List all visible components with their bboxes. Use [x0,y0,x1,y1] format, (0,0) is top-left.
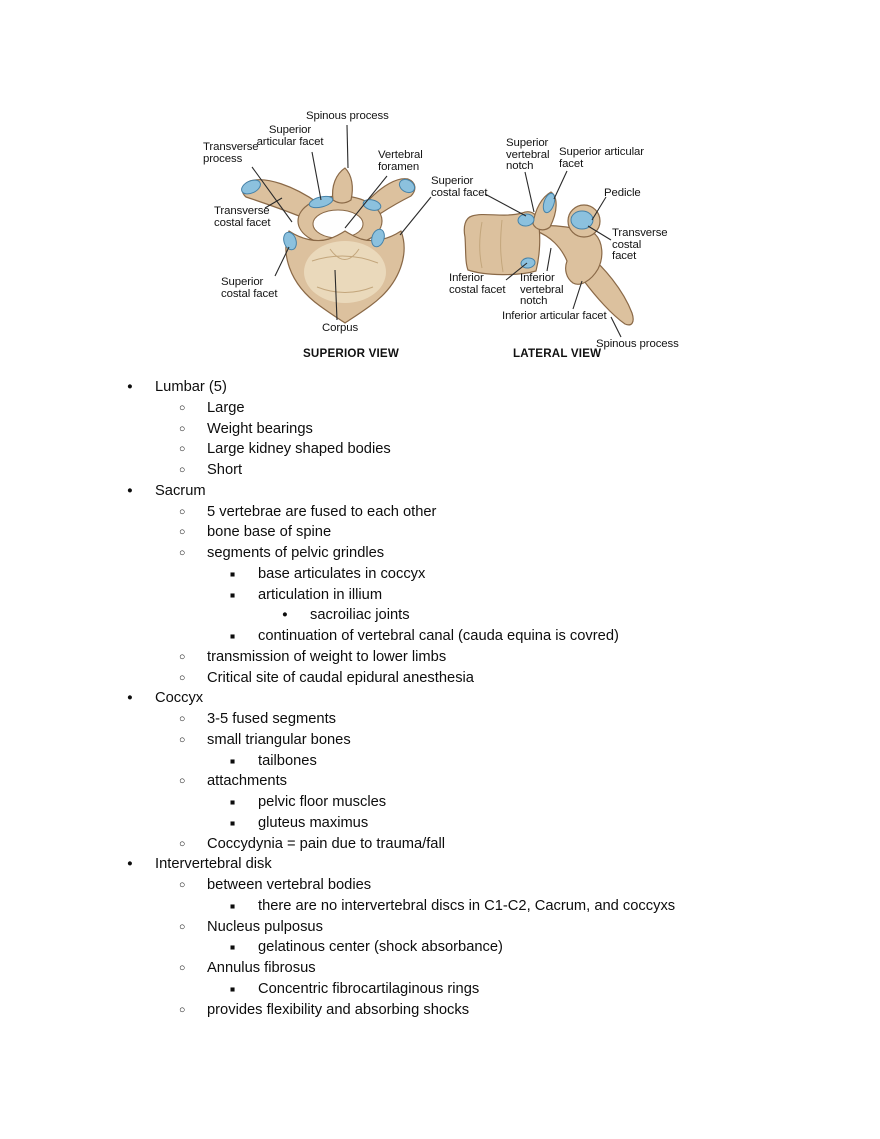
list-item-text: 3-5 fused segments [207,711,336,727]
bullet-icon: ■ [230,983,236,994]
notes-outline: ● Lumbar (5) ○ Large ○ Weight bearings ○ Large … [0,377,880,1020]
bullet-icon: ○ [179,464,186,476]
list-item-text: provides flexibility and absorbing shock… [207,1001,470,1018]
bullet-icon: ■ [230,797,236,807]
list-item-text: bone base of spine [207,524,332,541]
list-item: ○ 5 vertebrae are fused to each other [0,502,880,523]
list-item: ○ Short [0,460,880,481]
list-item-text: Lumbar (5) [155,379,227,395]
bullet-icon: ○ [179,547,186,559]
bullet-icon: ■ [230,817,236,828]
list-item: ○ transmission of weight to lower limbs [0,647,880,668]
list-item: ■ base articulates in coccyx [0,564,880,585]
bullet-icon: ○ [179,879,186,891]
bullet-icon: ● [127,381,133,392]
list-item-text: articulation in illium [258,586,383,603]
bullet-icon: ○ [179,920,186,933]
bullet-icon: ○ [179,505,186,518]
list-item-text: base articulates in coccyx [258,565,426,582]
bullet-icon: ● [127,484,133,496]
list-item: ● Sacrum [0,481,880,502]
list-item: ○ 3-5 fused segments [0,709,880,730]
list-item-text: segments of pelvic grindles [207,545,385,561]
bullet-icon: ● [282,609,288,621]
list-item: ○ Weight bearings [0,419,880,440]
list-item: ■ articulation in illium [0,585,880,606]
list-item: ○ Coccydynia = pain due to trauma/fall [0,834,880,855]
leader-lines [251,124,622,338]
list-item-text: transmission of weight to lower limbs [207,648,447,665]
bullet-icon: ○ [179,1003,186,1016]
list-item: ■ there are no intervertebral discs in C1… [0,896,880,917]
list-item: ○ bone base of spine [0,522,880,543]
list-item-text: 5 vertebrae are fused to each other [207,503,437,520]
list-item: ○ segments of pelvic grindles [0,543,880,564]
list-item: ○ attachments [0,771,880,792]
vertebra-figure [241,124,634,338]
list-item: ○ Large kidney shaped bodies [0,439,880,460]
list-item-text: Weight bearings [207,420,313,437]
list-item-text: Annulus fibrosus [207,960,316,976]
list-item-text: Coccyx [155,690,204,707]
list-item: ■ gluteus maximus [0,813,880,834]
bullet-icon: ○ [179,733,186,746]
bullet-icon: ■ [230,631,236,641]
superior-view-illustration [241,167,416,324]
list-item: ● sacroiliac joints [0,605,880,626]
bullet-icon: ○ [179,422,186,435]
list-item-text: Nucleus pulposus [207,918,323,935]
list-item: ■ continuation of vertebral canal (cauda … [0,626,880,647]
list-item-text: continuation of vertebral canal (cauda e… [258,628,619,644]
bullet-icon: ○ [179,713,186,725]
list-item: ● Coccyx [0,688,880,709]
list-item-text: sacroiliac joints [310,607,410,624]
bullet-icon: ○ [179,837,186,850]
list-item-text: Sacrum [155,482,206,499]
bullet-icon: ○ [179,671,186,684]
list-item: ■ tailbones [0,751,880,772]
bullet-icon: ○ [179,526,186,539]
list-item-text: pelvic floor muscles [258,794,387,810]
list-item-text: there are no intervertebral discs in C1-… [258,897,676,914]
list-item-text: gluteus maximus [258,814,369,831]
list-item: ○ Critical site of caudal epidural anesth… [0,668,880,689]
list-item: ○ Nucleus pulposus [0,917,880,938]
bullet-icon: ○ [179,775,186,788]
bullet-icon: ■ [230,568,236,579]
bullet-icon: ■ [230,900,236,911]
list-item: ■ pelvic floor muscles [0,792,880,813]
bullet-icon: ○ [179,443,186,456]
bullet-icon: ○ [179,962,186,974]
list-item-text: gelatinous center (shock absorbance) [258,939,503,956]
list-item: ○ provides flexibility and absorbing shoc… [0,1000,880,1021]
list-item: ■ Concentric fibrocartilaginous rings [0,979,880,1000]
list-item: ■ gelatinous center (shock absorbance) [0,937,880,958]
bullet-icon: ■ [230,589,236,600]
list-item: ● Lumbar (5) [0,377,880,398]
bullet-icon: ● [127,858,133,870]
list-item: ● Intervertebral disk [0,854,880,875]
list-item-text: Critical site of caudal epidural anesthe… [207,669,474,686]
bullet-icon: ■ [230,755,236,766]
list-item-text: Coccydynia = pain due to trauma/fall [207,835,445,852]
list-item: ○ small triangular bones [0,730,880,751]
bullet-icon: ○ [179,401,186,414]
list-item-text: attachments [207,773,288,790]
list-item-text: Concentric fibrocartilaginous rings [258,980,480,997]
list-item-text: Short [207,462,243,478]
list-item-text: Intervertebral disk [155,856,272,873]
list-item: ○ Annulus fibrosus [0,958,880,979]
list-item: ○ between vertebral bodies [0,875,880,896]
list-item-text: tailbones [258,752,317,769]
list-item: ○ Large [0,398,880,419]
lateral-view-illustration [463,191,634,326]
list-item-text: between vertebral bodies [207,877,372,893]
bullet-icon: ■ [230,942,236,953]
list-item-text: Large kidney shaped bodies [207,441,391,458]
list-item-text: Large [207,399,245,416]
bullet-icon: ○ [179,650,186,663]
bullet-icon: ● [127,692,133,704]
list-item-text: small triangular bones [207,731,351,748]
